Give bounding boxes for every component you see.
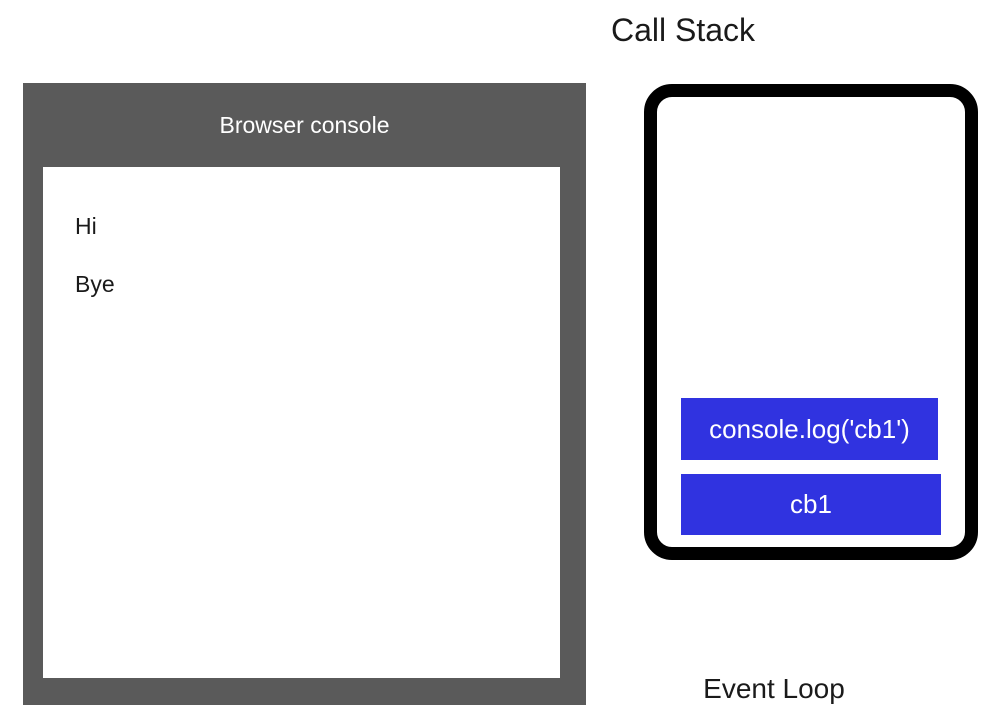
browser-console-output: Hi Bye [43,167,560,678]
browser-console-title: Browser console [219,112,390,138]
call-stack-frame: console.log('cb1') [681,398,938,460]
call-stack-frame: cb1 [681,474,941,535]
console-log-line: Bye [75,271,115,297]
call-stack-frame-list: console.log('cb1') cb1 [657,97,965,547]
console-log-line: Hi [75,213,97,239]
call-stack-box: console.log('cb1') cb1 [644,84,978,560]
browser-console-panel: Browser console Hi Bye [23,83,586,705]
call-stack-title: Call Stack [610,12,756,48]
event-loop-label: Event Loop [703,673,845,704]
